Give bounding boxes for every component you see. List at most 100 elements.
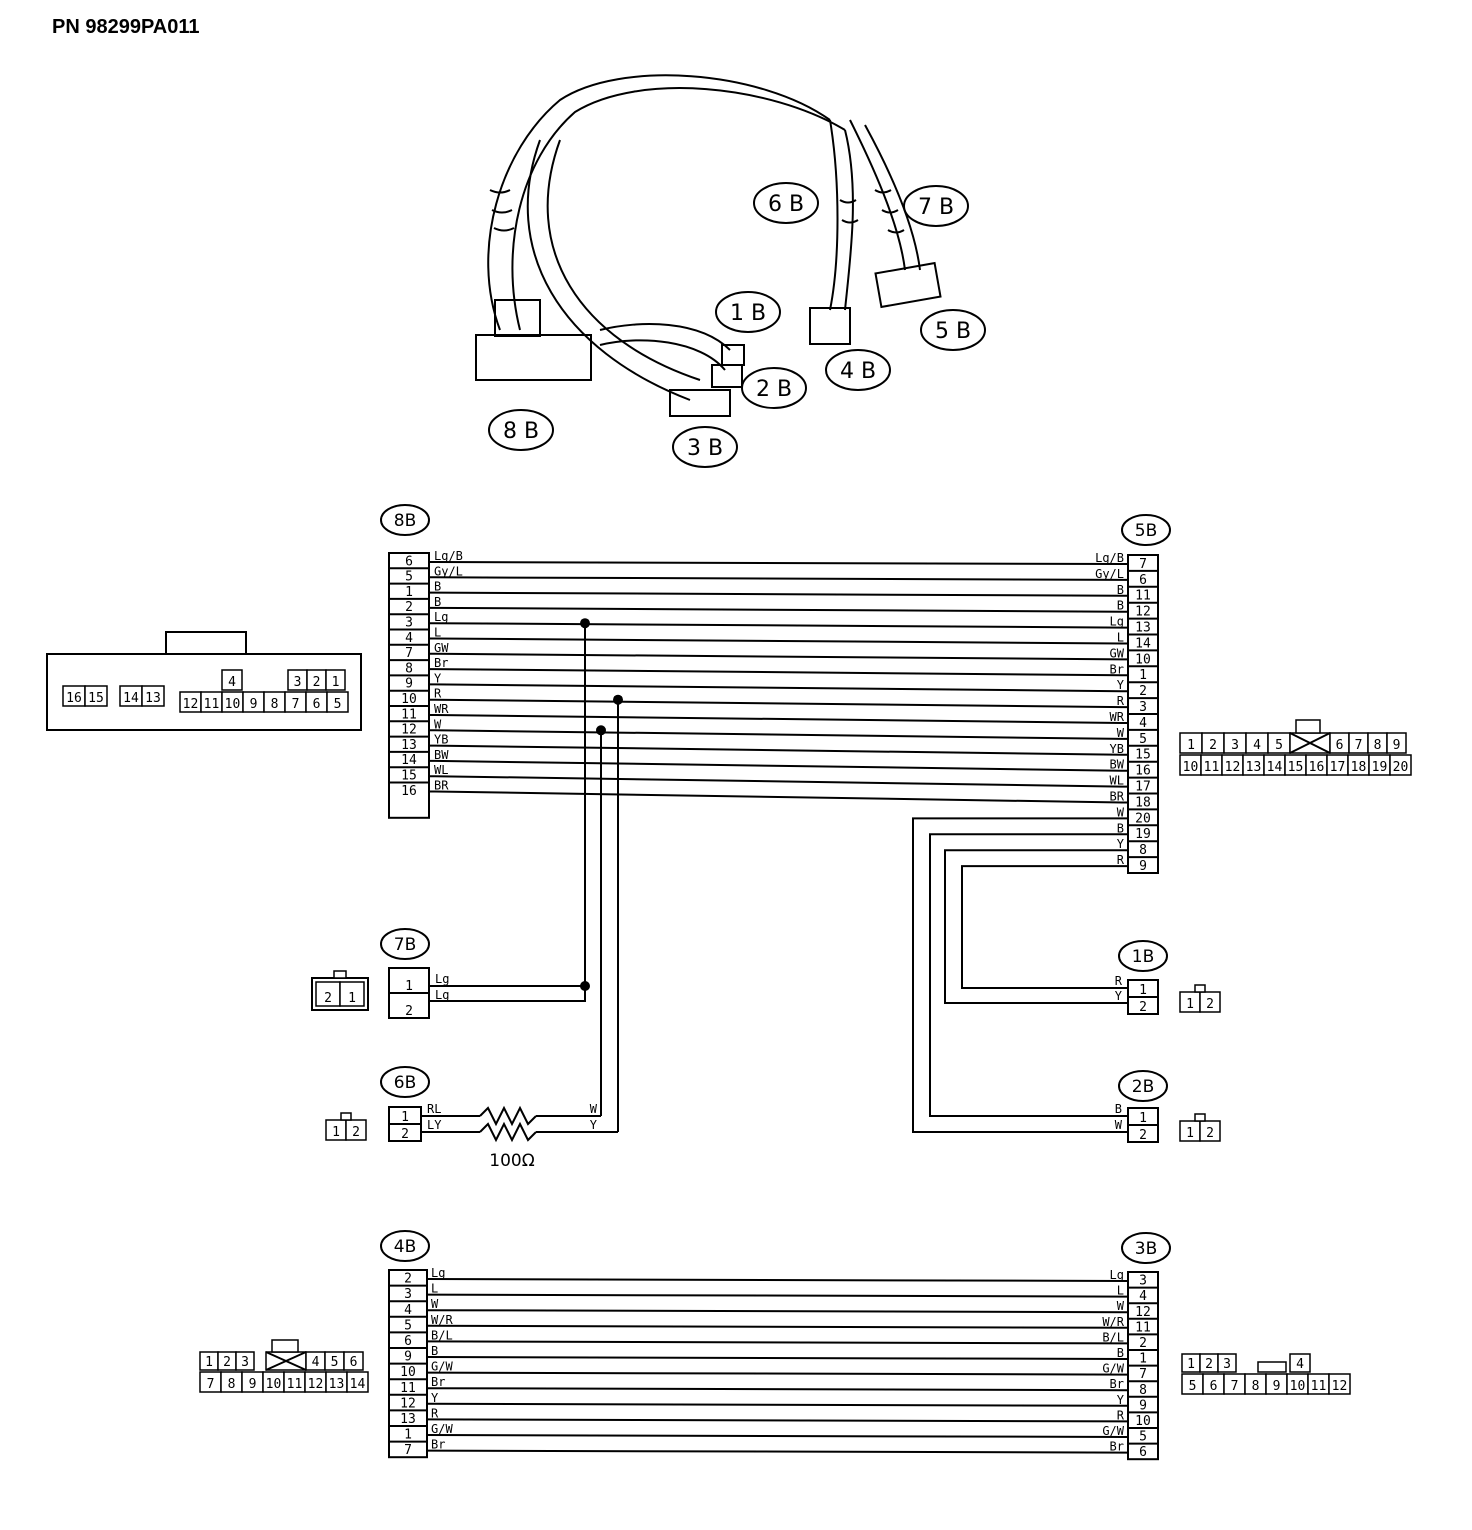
connector-5b-pin-4: 4 [1139,716,1147,731]
face-2b-cell [1199,1120,1221,1142]
wire-3b-label-5: B [1117,1346,1124,1360]
connector-4b-pin-2: 2 [404,1272,412,1287]
connector-1b-pin-1: 1 [1139,983,1147,998]
wire-4b-3b-2 [426,1309,1129,1314]
connector-3b-pin-3: 3 [1139,1274,1147,1289]
wire-5b-label-1: Gy/L [1095,567,1124,581]
face-3b-top-b-cell [1289,1353,1311,1373]
connector-8b-callout-label: 8B [394,511,416,531]
face-8b-bl-num-16: 16 [66,691,82,706]
connector-5b-pin-2: 2 [1139,684,1147,699]
face-8b-bl-num-15: 15 [88,691,104,706]
connector-4b-callout [380,1230,430,1262]
wire-8b-5b-11 [429,729,1128,740]
wire-5b-20-to-2b-2 [912,817,1128,1133]
connector-4b-pin-4: 4 [404,1303,412,1318]
connector-3b-pin-1: 1 [1139,1352,1147,1367]
connector-8b-callout [380,504,430,536]
connector-3b-callout-label: 3B [1135,1239,1157,1259]
connector-3b-callout [1121,1232,1171,1264]
wire-4b-3b-4 [426,1340,1129,1345]
wire-4b-3b-10 [426,1434,1129,1438]
face-5b-key-x [1289,732,1331,754]
face-4b-key-x [265,1351,307,1371]
face-5b-bottom-num-18: 18 [1351,760,1367,775]
face-5b-top-b-num-7: 7 [1355,738,1363,753]
face-3b-bottom-num-10: 10 [1290,1379,1306,1394]
wire-4b-3b-6 [426,1371,1129,1376]
wire-4b-3b-1 [426,1293,1129,1298]
connector-8b-pin-2: 2 [405,600,413,615]
wire-8b-5b-3 [429,606,1128,613]
connector-8b-pin-7: 7 [405,646,413,661]
connector-5b-pin-3: 3 [1139,700,1147,715]
connector-8b-pin-16: 16 [401,784,417,799]
wire-4b-label-6: G/W [431,1360,453,1374]
connector-5b-pin-6: 6 [1139,573,1147,588]
face-4b-bottom-num-13: 13 [329,1377,345,1392]
wire-4b-label-0: Lg [431,1266,445,1280]
resistor-value: 100Ω [489,1151,534,1171]
face-8b-b-num-12: 12 [183,697,199,712]
face-4b-top-b-num-6: 6 [350,1355,358,1370]
face-5b-top-b-num-6: 6 [1336,738,1344,753]
wire-5b-label-7: Br [1110,662,1124,676]
connector-3b-pin-8: 8 [1139,1383,1147,1398]
face-6b-num-2: 2 [352,1125,360,1140]
wire-8b-5b-0 [429,561,1128,565]
wire-4b-3b-11 [426,1449,1129,1454]
wire-8b-label-15: BR [434,779,449,793]
connector-7b-pin-2: 2 [405,1004,413,1019]
face-5b-bottom-num-10: 10 [1183,760,1199,775]
wire-6b-label-rl: RL [427,1102,441,1116]
connector-3b-pin-5: 5 [1139,1430,1147,1445]
wire-5b-19-to-2b-1 [929,833,1128,1117]
face-4b-top-b-cell [343,1351,364,1371]
face-4b-bottom-num-12: 12 [308,1377,324,1392]
connector-3b-pin-6: 6 [1139,1445,1147,1460]
connector-5b-pin-14: 14 [1135,636,1151,651]
wire-8b-5b-14 [429,775,1128,788]
connector-4b-pin-9: 9 [404,1350,412,1365]
wire-4b-3b-5 [426,1356,1129,1360]
face-3b-bottom-num-6: 6 [1210,1379,1218,1394]
wire-6b-label-w: W [590,1102,598,1116]
wire-8b-label-2: B [434,580,441,594]
connector-8b-pin-15: 15 [401,769,417,784]
wire-3b-label-3: W/R [1102,1315,1124,1329]
wire-8b-label-10: WR [434,702,449,716]
wire-7b-label-2: Lg [435,988,449,1002]
connector-4b-pin-13: 13 [400,1412,416,1427]
wire-8b-label-14: WL [434,763,448,777]
wire-7b-label-1: Lg [435,972,449,986]
connector-4b-pin-7: 7 [404,1443,412,1458]
wire-5b-label-14: WL [1110,774,1124,788]
face-2b-latch [1194,1113,1206,1122]
connector-3b-pin-4: 4 [1139,1289,1147,1304]
connector-6b-pin-2: 2 [401,1127,409,1142]
connector-5b-pin-20: 20 [1135,811,1151,826]
wire-3b-label-0: Lg [1110,1268,1124,1282]
wire-8b-5b-9 [429,698,1128,709]
face-4b-bottom-num-11: 11 [287,1377,303,1392]
face-8b-b-num-8: 8 [271,697,279,712]
face-5b-top-a-num-1: 1 [1187,738,1195,753]
harness-callout-1b-label: 1 B [730,301,766,326]
connector-5b-pin-9: 9 [1139,859,1147,874]
wire-3b-label-4: B/L [1102,1330,1124,1344]
face-3b-bottom-num-7: 7 [1231,1379,1239,1394]
face-8b-b-cell [326,691,349,713]
wire-5b-9-to-1b-1 [961,865,1128,989]
harness-callout-5b-label: 5 B [935,319,971,344]
wire-2b-label-b: B [1115,1102,1122,1116]
wire-8b-5b-6 [429,652,1128,661]
wire-3b-label-10: G/W [1102,1424,1124,1438]
face-8b-b-num-6: 6 [313,697,321,712]
connector-6b-callout-label: 6B [394,1073,416,1093]
face-8b-top-b-num-3: 3 [294,675,302,690]
face-8b-bl-cell [84,685,108,707]
face-7b-latch [333,970,347,979]
wire-4b-label-5: B [431,1344,438,1358]
wire-4b-3b-0 [426,1278,1129,1282]
